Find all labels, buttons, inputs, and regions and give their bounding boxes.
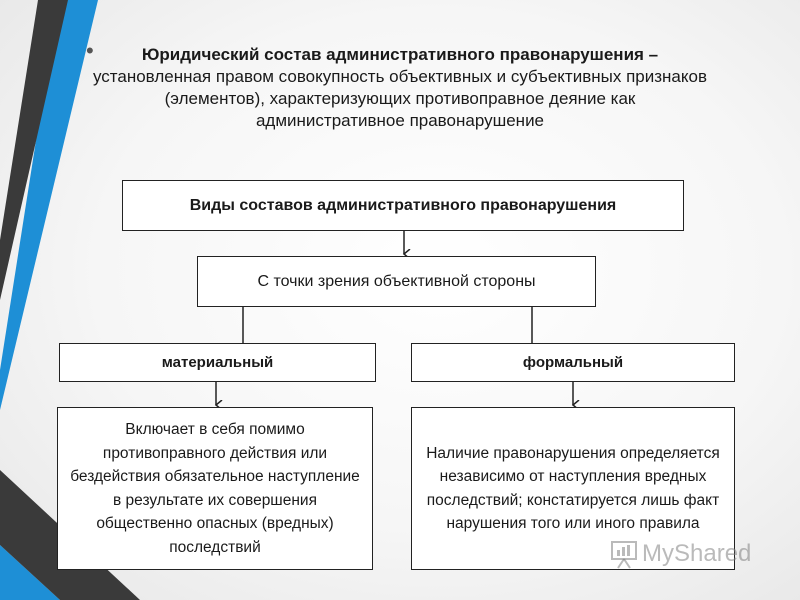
definition-title: Юридический состав административного пра… xyxy=(141,45,659,64)
material-description-box: Включает в себя помимо противоправного д… xyxy=(57,407,373,570)
definition-line-1: установленная правом совокупность объект… xyxy=(92,67,707,86)
objective-side-box: С точки зрения объективной стороны xyxy=(197,256,596,307)
types-box: Виды составов административного правонар… xyxy=(122,180,684,231)
formal-box: формальный xyxy=(411,343,735,382)
watermark: MyShared xyxy=(610,537,770,571)
blue-stripe xyxy=(0,0,98,410)
definition-heading: Юридический состав административного пра… xyxy=(70,44,730,132)
material-box: материальный xyxy=(59,343,376,382)
bullet-point: • xyxy=(86,38,94,63)
definition-line-2: (элементов), характеризующих противоправ… xyxy=(164,89,636,108)
watermark-text: MyShared xyxy=(642,540,752,567)
definition-line-3: административное правонарушение xyxy=(255,111,545,130)
presentation-icon xyxy=(611,541,637,569)
dark-stripe-top xyxy=(0,0,68,300)
formal-description-box: Наличие правонарушения определяется неза… xyxy=(411,407,735,570)
